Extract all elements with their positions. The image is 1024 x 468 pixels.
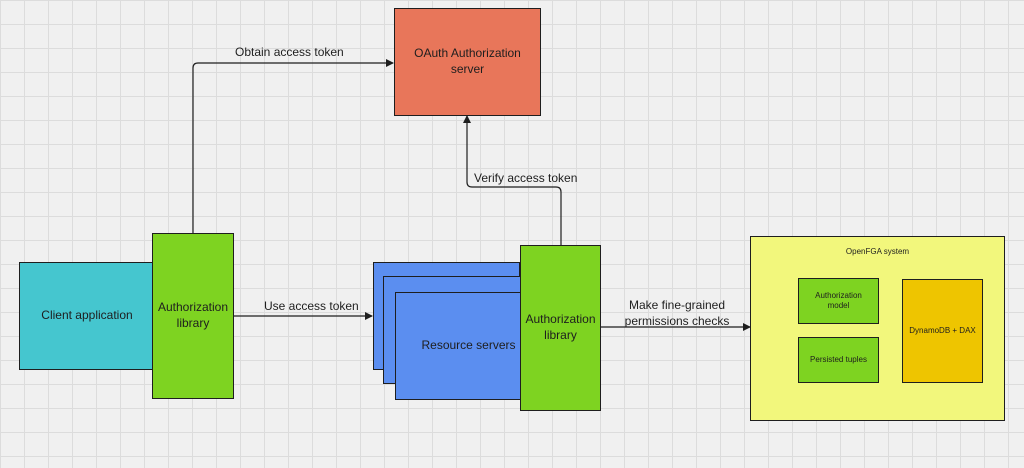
label-use-token: Use access token xyxy=(264,299,359,313)
resource-authorization-library-node[interactable]: Authorization library xyxy=(520,245,601,411)
edge-obtain-token xyxy=(192,59,394,233)
resource-servers-node[interactable]: Resource servers xyxy=(395,292,542,400)
openfga-system-title: OpenFGA system xyxy=(845,247,910,256)
edge-verify-token xyxy=(463,115,562,245)
authorization-model-node[interactable]: Authorization model xyxy=(798,278,879,324)
dynamodb-dax-node[interactable]: DynamoDB + DAX xyxy=(902,279,983,383)
label-obtain-token: Obtain access token xyxy=(235,45,344,59)
label-verify-token: Verify access token xyxy=(474,171,578,185)
client-authorization-library-node[interactable]: Authorization library xyxy=(152,233,234,399)
oauth-server-node[interactable]: OAuth Authorization server xyxy=(394,8,541,116)
client-application-node[interactable]: Client application xyxy=(19,262,155,370)
label-permission-checks: Make fine-grained permissions checks xyxy=(624,298,730,328)
persisted-tuples-node[interactable]: Persisted tuples xyxy=(798,337,879,383)
